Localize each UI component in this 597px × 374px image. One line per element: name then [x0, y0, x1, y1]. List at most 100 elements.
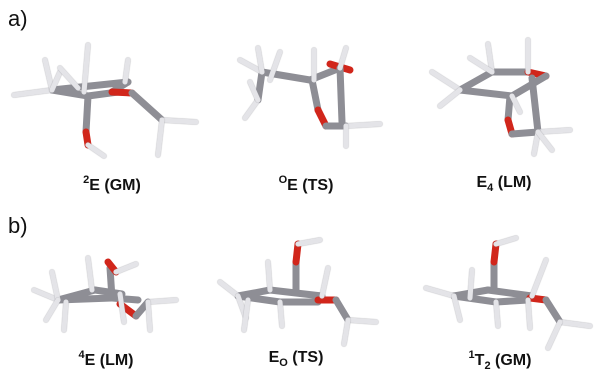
- panel-label-a: a): [8, 6, 28, 31]
- caption-e4-lm: E4 (LM): [476, 174, 531, 194]
- caption-sup: 2: [83, 174, 90, 186]
- caption-sup: 4: [78, 349, 85, 361]
- carbon-bond: [450, 292, 500, 306]
- h-bond: [493, 299, 501, 329]
- caption-main: E: [268, 349, 280, 366]
- carbon-bond: [128, 89, 166, 124]
- h-bond: [437, 87, 463, 109]
- h-bond: [467, 267, 475, 301]
- h-bond: [535, 127, 573, 135]
- h-bond: [467, 55, 495, 75]
- h-bond: [529, 257, 549, 299]
- h-bond: [159, 117, 199, 125]
- caption-4e-lm: 4E (LM): [78, 349, 133, 370]
- carbon-bond: [456, 68, 496, 94]
- h-bond: [341, 317, 351, 347]
- caption-main: E: [84, 352, 96, 369]
- h-bond: [429, 69, 463, 93]
- h-bond: [242, 97, 261, 121]
- h-bond: [241, 297, 251, 333]
- h-bond: [255, 45, 265, 75]
- carbon-bond: [332, 296, 352, 324]
- caption-state: (GM): [104, 177, 141, 194]
- h-bond: [237, 57, 265, 75]
- carbon-bond: [336, 64, 346, 126]
- h-bond: [31, 287, 61, 303]
- caption-main: T: [474, 352, 485, 369]
- caption-eo-ts: EO (TS): [269, 349, 324, 369]
- h-bond: [423, 285, 457, 299]
- h-bond: [117, 291, 127, 325]
- h-bond: [85, 255, 95, 293]
- caption-state: (LM): [497, 174, 532, 191]
- carbon-bond: [508, 72, 550, 100]
- h-bond: [155, 117, 165, 158]
- h-bond: [81, 42, 91, 95]
- h-bond: [545, 319, 563, 351]
- h-bond: [49, 269, 61, 303]
- caption-sup: 1: [468, 349, 475, 361]
- h-bond: [11, 87, 55, 98]
- h-bond: [337, 45, 349, 71]
- h-bond: [319, 265, 331, 299]
- h-bond: [43, 297, 61, 323]
- caption-state: (LM): [99, 352, 134, 369]
- carbon-bond: [106, 264, 116, 302]
- carbon-bond: [456, 86, 516, 100]
- h-bond: [509, 93, 523, 115]
- h-bond: [525, 297, 533, 331]
- h-bond: [531, 129, 541, 157]
- h-bond: [485, 41, 495, 75]
- caption-oe-ts: OE (TS): [279, 174, 334, 195]
- h-bond: [145, 299, 153, 333]
- h-bond: [57, 65, 81, 91]
- caption-1t2-gm: 1T2 (GM): [469, 349, 532, 372]
- carbon-bond: [82, 92, 92, 136]
- caption-sub: O: [279, 357, 288, 369]
- caption-state: (TS): [302, 177, 334, 194]
- caption-sub: 2: [484, 360, 491, 372]
- carbon-bond: [108, 294, 142, 304]
- h-bond: [145, 297, 179, 305]
- carbon-bond: [492, 296, 532, 306]
- h-bond: [493, 235, 519, 247]
- carbon-bond: [308, 76, 322, 114]
- caption-state: (GM): [495, 352, 532, 369]
- h-bond: [42, 57, 55, 93]
- h-bond: [295, 237, 323, 247]
- h-bond: [85, 142, 107, 159]
- h-bond: [267, 49, 283, 83]
- caption-sup: O: [278, 174, 288, 186]
- h-bond: [535, 129, 555, 153]
- caption-sub: 4: [487, 182, 494, 194]
- h-bond: [122, 57, 131, 85]
- oxygen-bond: [292, 240, 302, 266]
- h-bond: [49, 69, 63, 93]
- caption-main: E: [89, 177, 100, 194]
- h-bond: [61, 299, 69, 333]
- h-bond: [345, 317, 379, 325]
- carbon-bond: [504, 92, 514, 124]
- h-bond: [557, 319, 593, 329]
- panel-label-b: b): [8, 213, 28, 238]
- carbon-bond: [54, 286, 99, 304]
- h-bond: [113, 261, 139, 275]
- h-bond: [451, 293, 463, 323]
- h-bond: [217, 279, 241, 299]
- carbon-bond: [254, 68, 266, 104]
- caption-2e-gm: 2E (GM): [83, 174, 141, 195]
- h-bond: [277, 299, 285, 329]
- carbon-bond: [234, 292, 284, 306]
- caption-state: (TS): [292, 349, 324, 366]
- h-bond: [247, 79, 261, 103]
- caption-main: E: [287, 177, 298, 194]
- caption-main: E: [476, 174, 488, 191]
- carbon-bond: [48, 86, 92, 100]
- oxygen-bond: [490, 240, 500, 266]
